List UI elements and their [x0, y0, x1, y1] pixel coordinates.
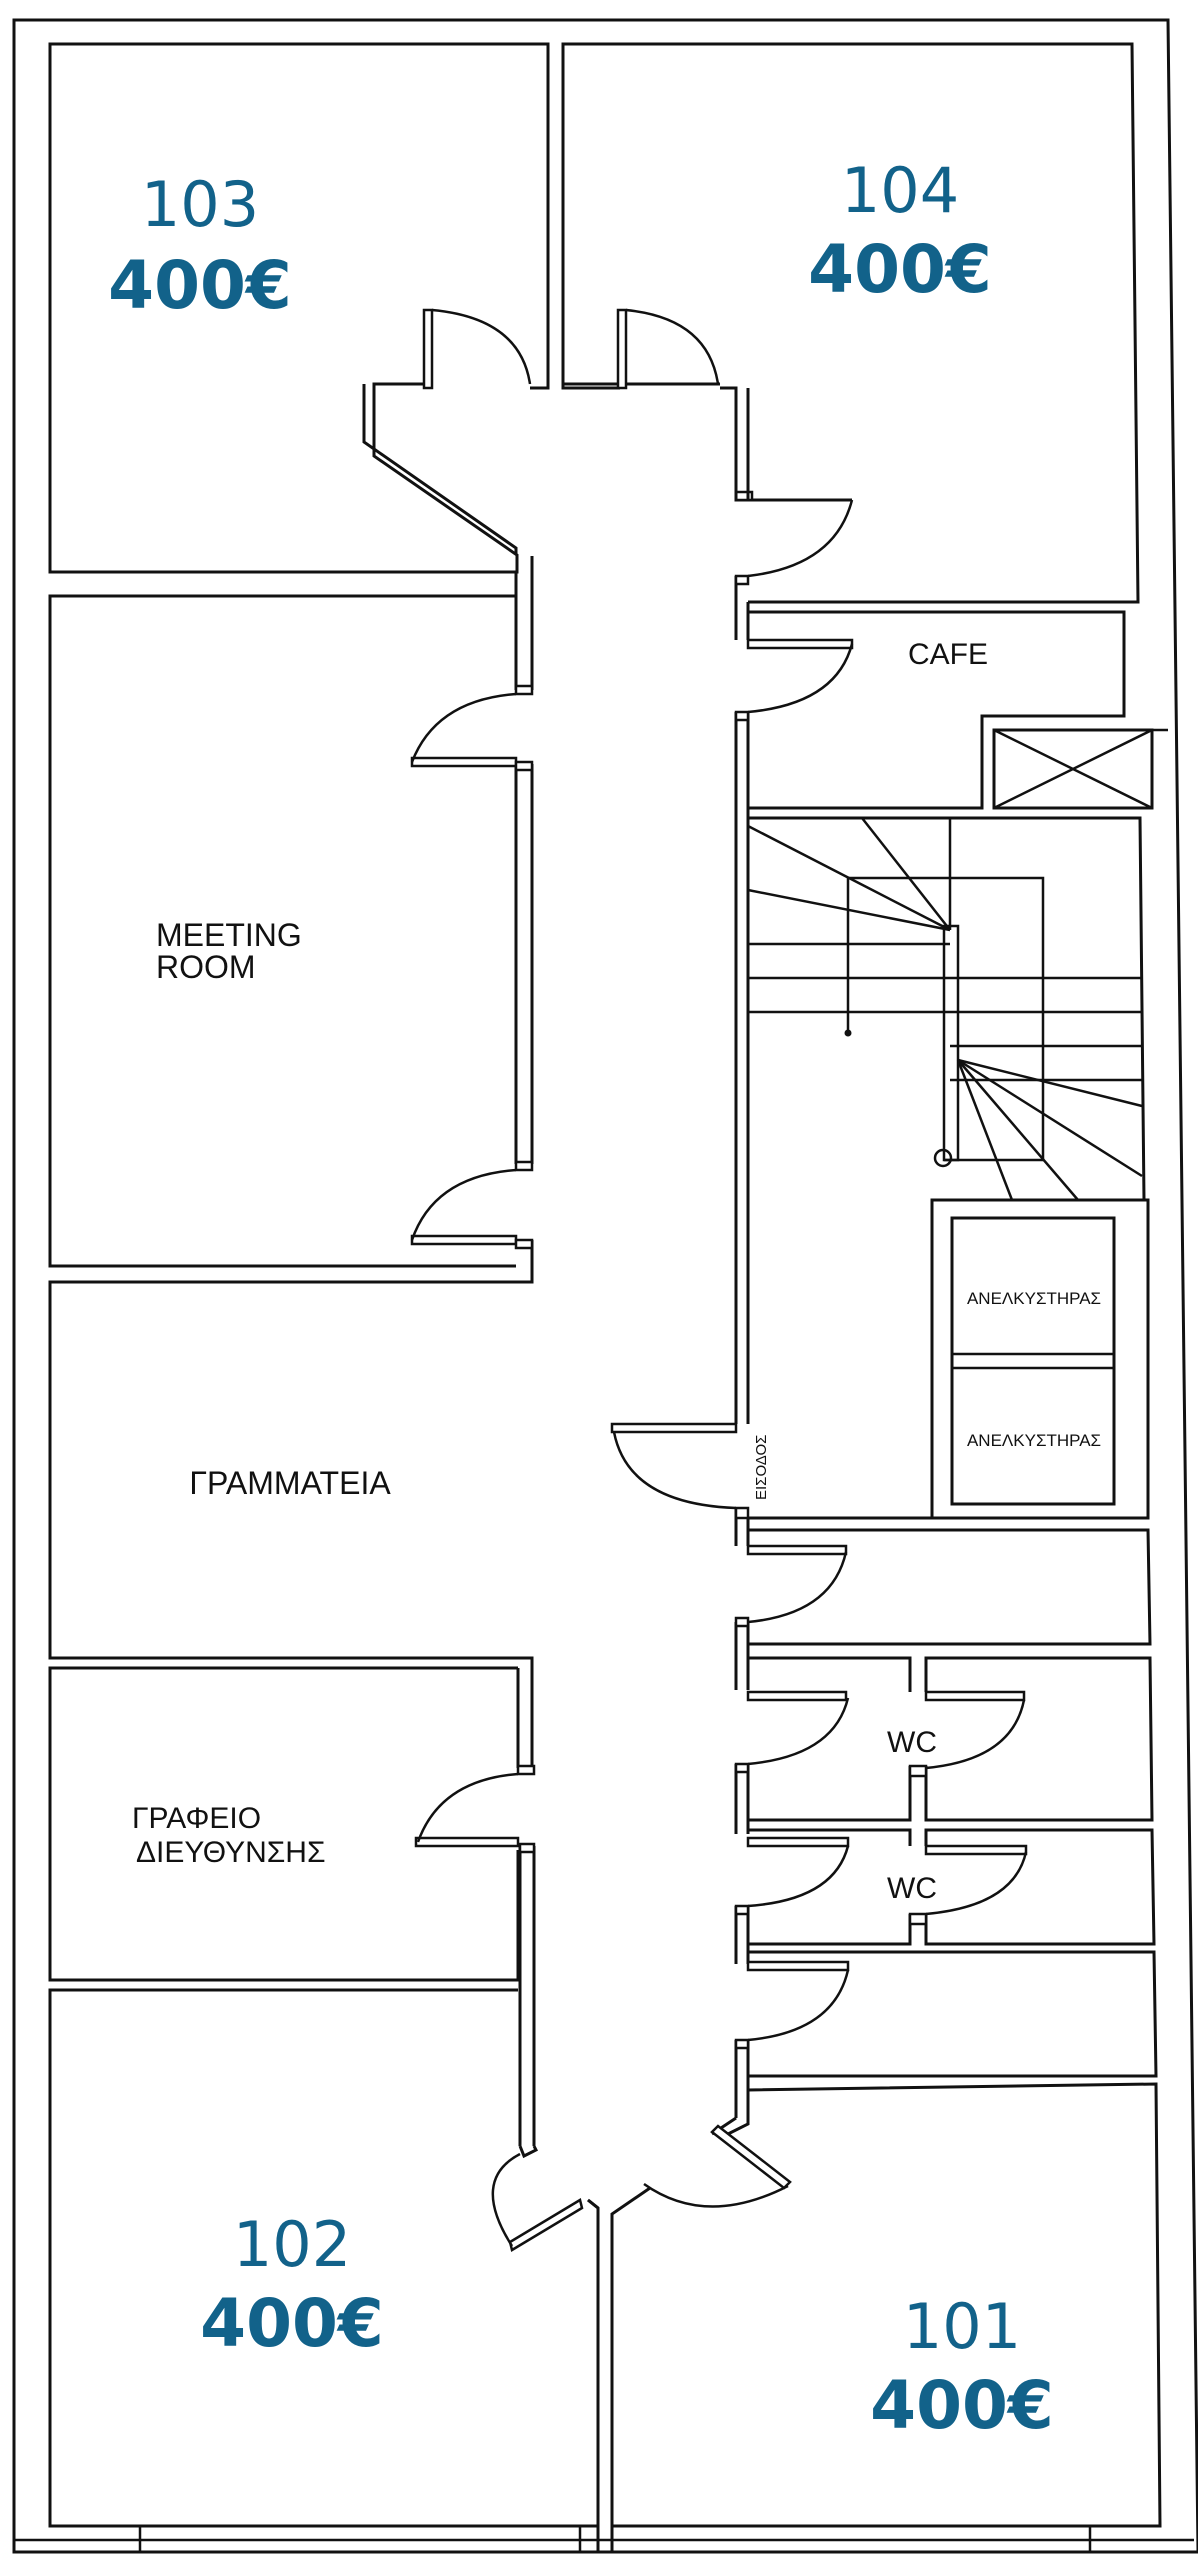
- door-103[interactable]: [422, 308, 532, 390]
- cafe-label: CAFE: [908, 638, 988, 671]
- office-101-price: 400€: [870, 2367, 1054, 2444]
- corridor-east-wall: [734, 388, 750, 1424]
- office-102-price: 400€: [200, 2285, 384, 2362]
- east-service-rooms[interactable]: [734, 1528, 1158, 2118]
- door-director[interactable]: [414, 1764, 536, 1854]
- door-cafe[interactable]: [746, 638, 854, 714]
- door-101[interactable]: [643, 2124, 792, 2208]
- room-cafe[interactable]: [748, 610, 1126, 810]
- door-102[interactable]: [491, 2152, 599, 2252]
- entrance-label: ΕΙΣΟΔΟΣ: [753, 1435, 770, 1500]
- room-101[interactable]: [610, 2082, 1162, 2528]
- shaft: [992, 728, 1154, 810]
- office-101-number: 101: [903, 2290, 1021, 2363]
- elevator-shaft: [930, 1198, 1150, 1520]
- room-director[interactable]: [48, 1666, 520, 1982]
- office-102-number: 102: [233, 2208, 351, 2281]
- office-103-price: 400€: [108, 247, 292, 324]
- room-secretariat[interactable]: [48, 1254, 534, 1668]
- office-103-number: 103: [141, 168, 259, 241]
- corridor-south-divider: [596, 2208, 614, 2552]
- office-104-number: 104: [841, 154, 959, 227]
- room-meeting[interactable]: [48, 594, 516, 1268]
- secretariat-label: ΓΡΑΜΜΑΤΕΙΑ: [189, 1465, 391, 1501]
- meeting-room-label-line1: MEETING: [156, 917, 302, 953]
- elevator-1-label: ΑΝΕΛΚΥΣΤΗΡΑΣ: [967, 1289, 1101, 1308]
- staircase: [747, 816, 1146, 1201]
- door-meeting-lower[interactable]: [410, 1160, 534, 1250]
- director-label-line1: ΓΡΑΦΕΙΟ: [132, 1802, 261, 1835]
- room-104[interactable]: [561, 42, 1140, 604]
- meeting-room-label-line2: ROOM: [156, 949, 256, 985]
- wc-upper-label: WC: [887, 1726, 937, 1759]
- office-104-price: 400€: [808, 231, 992, 308]
- entrance-door[interactable]: [610, 1422, 1148, 1546]
- wc-lower-label: WC: [887, 1872, 937, 1905]
- elevator-2-label: ΑΝΕΛΚΥΣΤΗΡΑΣ: [967, 1431, 1101, 1450]
- outer-wall: [12, 18, 1198, 2554]
- director-label-line2: ΔΙΕΥΘΥΝΣΗΣ: [136, 1836, 326, 1869]
- door-meeting-upper[interactable]: [410, 684, 534, 772]
